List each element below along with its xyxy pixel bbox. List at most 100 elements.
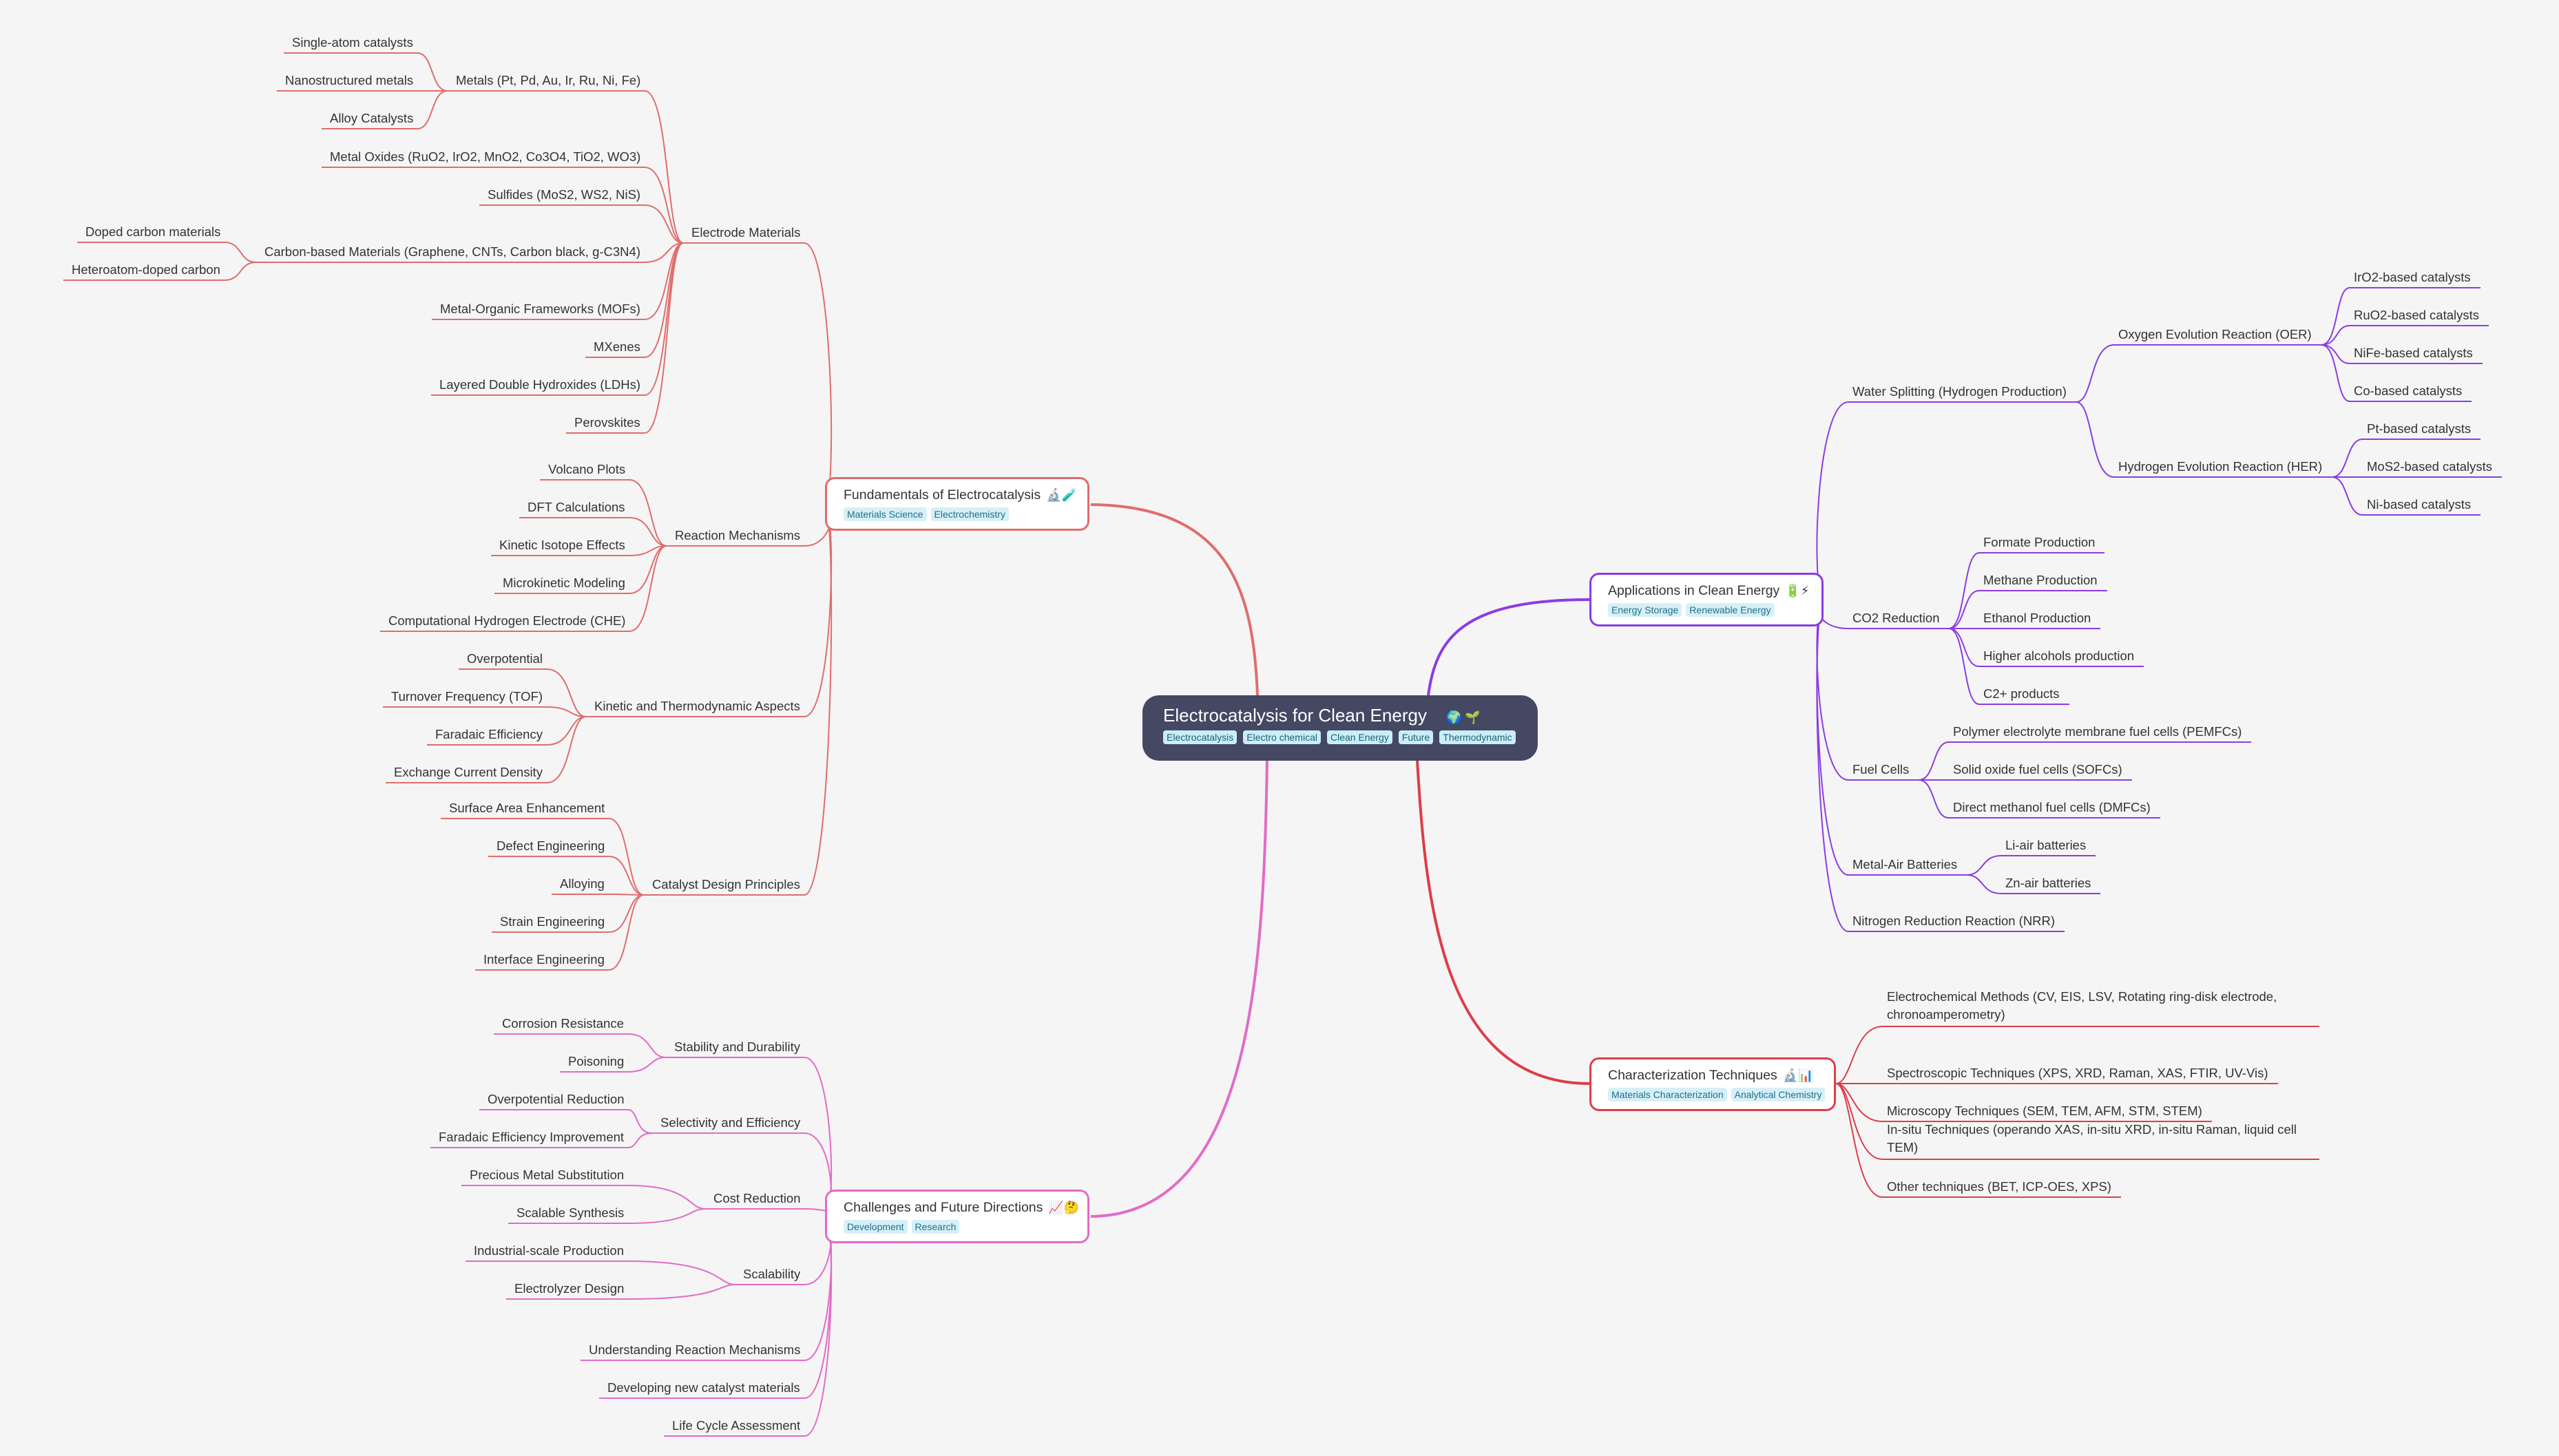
node-in-situ-techniques-operando-xas-in-situ-[interactable]: In-situ Techniques (operando XAS, in-sit… <box>1887 1122 2297 1154</box>
node-co-based-catalysts[interactable]: Co-based catalysts <box>2354 383 2463 398</box>
connector-line <box>1918 741 1950 781</box>
connector-line <box>546 706 587 717</box>
node-solid-oxide-fuel-cells-sofcs[interactable]: Solid oxide fuel cells (SOFCs) <box>1953 762 2122 777</box>
node-c2-products[interactable]: C2+ products <box>1983 686 2060 701</box>
node-cost-reduction[interactable]: Cost Reduction <box>713 1191 801 1205</box>
node-mxenes[interactable]: MXenes <box>594 339 640 354</box>
node-kinetic-isotope-effects[interactable]: Kinetic Isotope Effects <box>499 538 625 552</box>
node-metal-air-batteries[interactable]: Metal-Air Batteries <box>1852 857 1958 872</box>
node-direct-methanol-fuel-cells-dmfcs[interactable]: Direct methanol fuel cells (DMFCs) <box>1953 800 2151 814</box>
branch-title-text: Challenges and Future Directions <box>844 1200 1043 1215</box>
node-volcano-plots[interactable]: Volcano Plots <box>548 462 626 476</box>
node-microkinetic-modeling[interactable]: Microkinetic Modeling <box>503 576 625 590</box>
node-turnover-frequency-tof[interactable]: Turnover Frequency (TOF) <box>391 689 543 704</box>
node-sulfides-mos2-ws2-nis[interactable]: Sulfides (MoS2, WS2, NiS) <box>488 187 641 202</box>
node-nanostructured-metals[interactable]: Nanostructured metals <box>285 73 414 87</box>
node-li-air-batteries[interactable]: Li-air batteries <box>2005 838 2087 852</box>
node-catalyst-design-principles[interactable]: Catalyst Design Principles <box>652 877 800 891</box>
branch-emoji: 🔋⚡ <box>1785 584 1810 598</box>
node-life-cycle-assessment[interactable]: Life Cycle Assessment <box>672 1418 801 1433</box>
node-perovskites[interactable]: Perovskites <box>574 415 640 430</box>
node-electrochemical-methods-cv-eis-lsv-rotat[interactable]: Electrochemical Methods (CV, EIS, LSV, R… <box>1887 989 2277 1022</box>
branch-tag: Materials Science <box>844 507 927 521</box>
node-doped-carbon-materials[interactable]: Doped carbon materials <box>85 224 221 239</box>
branch-tag: Electrochemistry <box>930 507 1009 521</box>
node-industrial-scale-production[interactable]: Industrial-scale Production <box>474 1243 624 1258</box>
node-ni-based-catalysts[interactable]: Ni-based catalysts <box>2367 497 2472 511</box>
node-layered-double-hydroxides-ldhs[interactable]: Layered Double Hydroxides (LDHs) <box>439 377 641 392</box>
branch-applications[interactable]: Applications in Clean Energy🔋⚡Energy Sto… <box>1589 573 1824 626</box>
connector-line <box>1948 628 1980 705</box>
branch-challenges[interactable]: Challenges and Future Directions📈🤔Develo… <box>825 1190 1089 1243</box>
connector-line <box>1090 760 1268 1218</box>
connector-line <box>627 1033 667 1058</box>
node-alloying[interactable]: Alloying <box>560 876 605 891</box>
node-stability-and-durability[interactable]: Stability and Durability <box>674 1040 801 1054</box>
node-developing-new-catalyst-materials[interactable]: Developing new catalyst materials <box>607 1380 800 1395</box>
node-microscopy-techniques-sem-tem-afm-stm-stem[interactable]: Microscopy Techniques (SEM, TEM, AFM, ST… <box>1887 1104 2202 1118</box>
node-dft-calculations[interactable]: DFT Calculations <box>528 500 625 514</box>
connector-line <box>1090 503 1259 696</box>
node-defect-engineering[interactable]: Defect Engineering <box>497 838 605 853</box>
node-other-techniques-bet-icp-oes-xps[interactable]: Other techniques (BET, ICP-OES, XPS) <box>1887 1179 2111 1194</box>
node-electrolyzer-design[interactable]: Electrolyzer Design <box>514 1281 625 1296</box>
node-spectroscopic-techniques-xps-xrd-raman-xas-ftir-uv-vis[interactable]: Spectroscopic Techniques (XPS, XRD, Rama… <box>1887 1066 2268 1080</box>
node-single-atom-catalysts[interactable]: Single-atom catalysts <box>292 35 413 50</box>
node-overpotential-reduction[interactable]: Overpotential Reduction <box>488 1092 625 1106</box>
connector-line <box>546 716 587 783</box>
node-metals-pt-pd-au-ir-ru-ni-fe[interactable]: Metals (Pt, Pd, Au, Ir, Ru, Ni, Fe) <box>456 73 641 87</box>
node-alloy-catalysts[interactable]: Alloy Catalysts <box>330 111 414 125</box>
node-formate-production[interactable]: Formate Production <box>1983 535 2096 549</box>
node-metal-oxides-ruo2-iro2-mno2-co3o4-tio2-wo3[interactable]: Metal Oxides (RuO2, IrO2, MnO2, Co3O4, T… <box>330 149 641 164</box>
node-heteroatom-doped-carbon[interactable]: Heteroatom-doped carbon <box>72 262 220 277</box>
node-electrode-materials[interactable]: Electrode Materials <box>691 225 801 240</box>
node-zn-air-batteries[interactable]: Zn-air batteries <box>2005 876 2091 890</box>
node-mos2-based-catalysts[interactable]: MoS2-based catalysts <box>2367 459 2493 474</box>
node-interface-engineering[interactable]: Interface Engineering <box>483 952 605 967</box>
node-oxygen-evolution-reaction-oer[interactable]: Oxygen Evolution Reaction (OER) <box>2118 327 2312 341</box>
root-title-text: Electrocatalysis for Clean Energy <box>1163 705 1427 726</box>
connector-line <box>2321 344 2350 402</box>
node-scalability[interactable]: Scalability <box>743 1267 801 1281</box>
branch-fundamentals[interactable]: Fundamentals of Electrocatalysis🔬🧪Materi… <box>825 477 1089 531</box>
node-iro2-based-catalysts[interactable]: IrO2-based catalysts <box>2354 270 2471 284</box>
node-co2-reduction[interactable]: CO2 Reduction <box>1852 611 1940 625</box>
node-ruo2-based-catalysts[interactable]: RuO2-based catalysts <box>2354 308 2480 322</box>
node-selectivity-and-efficiency[interactable]: Selectivity and Efficiency <box>660 1115 801 1130</box>
node-fuel-cells[interactable]: Fuel Cells <box>1852 762 1910 777</box>
node-exchange-current-density[interactable]: Exchange Current Density <box>394 765 543 779</box>
node-precious-metal-substitution[interactable]: Precious Metal Substitution <box>470 1168 625 1182</box>
node-polymer-electrolyte-membrane-fuel-cells-pemfcs[interactable]: Polymer electrolyte membrane fuel cells … <box>1953 724 2242 739</box>
node-hydrogen-evolution-reaction-her[interactable]: Hydrogen Evolution Reaction (HER) <box>2118 459 2323 474</box>
node-overpotential[interactable]: Overpotential <box>467 651 543 666</box>
branch-tag: Research <box>911 1220 960 1234</box>
connector-line <box>224 262 257 281</box>
node-nife-based-catalysts[interactable]: NiFe-based catalysts <box>2354 346 2473 360</box>
node-faradaic-efficiency-improvement[interactable]: Faradaic Efficiency Improvement <box>439 1130 625 1144</box>
node-strain-engineering[interactable]: Strain Engineering <box>500 914 605 929</box>
node-understanding-reaction-mechanisms[interactable]: Understanding Reaction Mechanisms <box>589 1342 801 1357</box>
branch-tag: Renewable Energy <box>1686 603 1775 617</box>
node-metal-organic-frameworks-mofs[interactable]: Metal-Organic Frameworks (MOFs) <box>440 302 640 316</box>
node-methane-production[interactable]: Methane Production <box>1983 573 2098 587</box>
connector-line <box>627 1109 653 1134</box>
node-surface-area-enhancement[interactable]: Surface Area Enhancement <box>449 801 605 815</box>
node-corrosion-resistance[interactable]: Corrosion Resistance <box>502 1016 624 1031</box>
node-kinetic-and-thermodynamic-aspects[interactable]: Kinetic and Thermodynamic Aspects <box>594 699 800 713</box>
branch-characterization[interactable]: Characterization Techniques🔬📊Materials C… <box>1589 1057 1836 1111</box>
node-nitrogen-reduction-reaction-nrr[interactable]: Nitrogen Reduction Reaction (NRR) <box>1852 914 2056 928</box>
node-carbon-based-materials-graphene-cnts-carbon-black-g-c3n4[interactable]: Carbon-based Materials (Graphene, CNTs, … <box>264 244 640 259</box>
node-higher-alcohols-production[interactable]: Higher alcohols production <box>1983 648 2135 663</box>
node-ethanol-production[interactable]: Ethanol Production <box>1983 611 2091 625</box>
node-reaction-mechanisms[interactable]: Reaction Mechanisms <box>675 528 800 542</box>
root-node[interactable]: Electrocatalysis for Clean Energy🌍 🌱 Ele… <box>1142 695 1538 761</box>
node-water-splitting-hydrogen-production[interactable]: Water Splitting (Hydrogen Production) <box>1852 384 2067 399</box>
node-poisoning[interactable]: Poisoning <box>568 1054 625 1068</box>
node-computational-hydrogen-electrode-che[interactable]: Computational Hydrogen Electrode (CHE) <box>388 613 626 628</box>
node-scalable-synthesis[interactable]: Scalable Synthesis <box>516 1205 625 1220</box>
node-pt-based-catalysts[interactable]: Pt-based catalysts <box>2367 421 2472 436</box>
connector-line <box>627 1284 735 1300</box>
node-faradaic-efficiency[interactable]: Faradaic Efficiency <box>435 727 543 741</box>
